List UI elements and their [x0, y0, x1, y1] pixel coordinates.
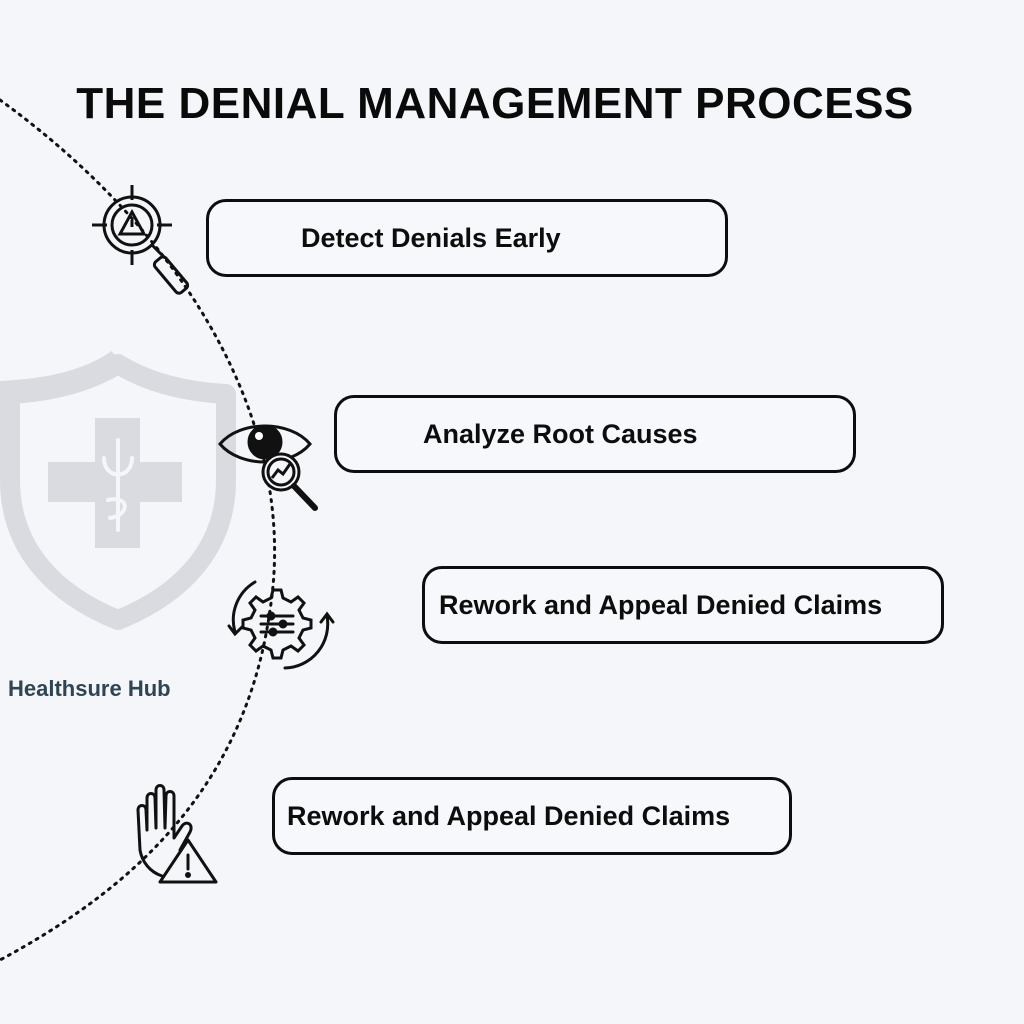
step-label: Detect Denials Early: [301, 222, 561, 253]
hand-warning-icon: [136, 784, 218, 884]
step-label: Rework and Appeal Denied Claims: [287, 800, 731, 831]
step-rework-appeal: Rework and Appeal Denied Claims: [422, 566, 944, 644]
brand-name: Healthsure Hub: [8, 676, 171, 701]
step-label: Rework and Appeal Denied Claims: [439, 589, 883, 620]
step-detect-denials: Detect Denials Early: [206, 199, 728, 277]
shield-logo-icon: [0, 350, 236, 630]
step-analyze-root-causes: Analyze Root Causes: [334, 395, 856, 473]
step-label: Analyze Root Causes: [423, 418, 698, 449]
page-title: THE DENIAL MANAGEMENT PROCESS: [76, 79, 914, 129]
step-rework-appeal-2: Rework and Appeal Denied Claims: [272, 777, 792, 855]
gear-cycle-icon: [227, 580, 335, 670]
eye-magnifier-icon: [218, 424, 318, 511]
target-warning-magnifier-icon: [92, 185, 190, 295]
